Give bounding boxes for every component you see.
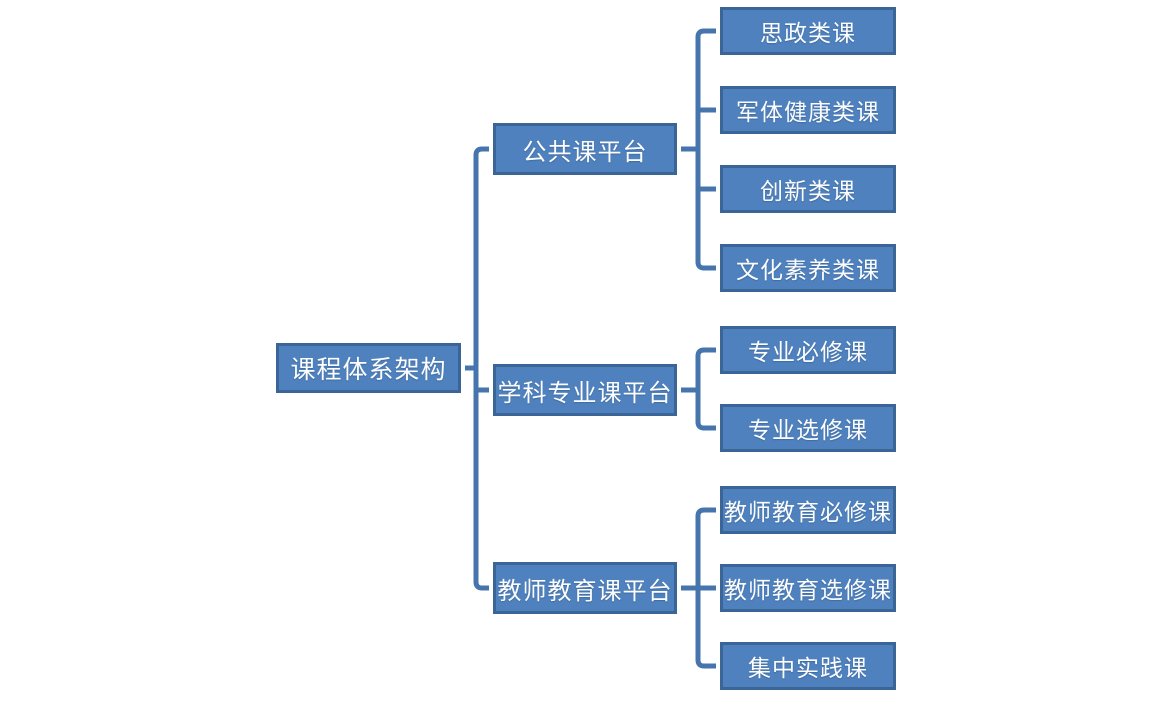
leaf-node-cultural-literacy: 文化素养类课	[720, 244, 896, 292]
connector-group2-trunk	[695, 347, 720, 431]
leaf-node-military-health: 军体健康类课	[720, 86, 896, 134]
leaf-node-innovation: 创新类课	[720, 165, 896, 213]
connector-main-trunk	[473, 146, 493, 591]
branch-node-public-courses: 公共课平台	[493, 123, 677, 175]
leaf-node-teacher-ed-required: 教师教育必修课	[720, 486, 896, 534]
leaf-node-major-elective: 专业选修课	[720, 404, 896, 452]
connector-group1-trunk	[695, 28, 720, 271]
root-node: 课程体系架构	[276, 343, 461, 393]
branch-node-subject-major-courses: 学科专业课平台	[493, 364, 677, 416]
leaf-node-teacher-ed-elective: 教师教育选修课	[720, 564, 896, 612]
leaf-node-concentrated-practice: 集中实践课	[720, 642, 896, 690]
branch-node-teacher-education-courses: 教师教育课平台	[493, 562, 677, 614]
leaf-node-major-required: 专业必修课	[720, 326, 896, 374]
leaf-node-ideological-political: 思政类课	[720, 7, 896, 55]
